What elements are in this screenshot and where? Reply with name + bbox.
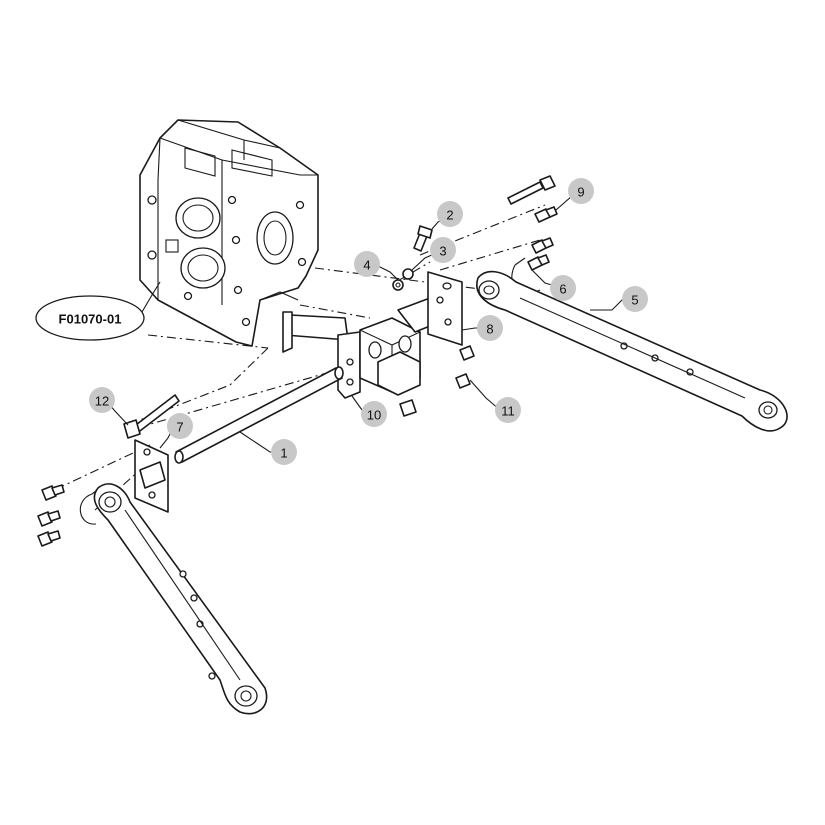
callout-4: 4 [354,251,380,277]
callout-11-label: 11 [501,404,515,419]
callout-1: 1 [271,439,297,465]
callout-10: 10 [361,401,387,427]
figure-code-outline [35,295,145,341]
callout-12-label: 12 [95,394,109,409]
callout-2: 2 [437,201,463,227]
callout-1-balloon [271,439,297,465]
callout-10-balloon [361,401,387,427]
callout-9-balloon [568,178,594,204]
callout-5-label: 5 [631,293,638,308]
callout-7: 7 [167,413,193,439]
callout-5: 5 [622,286,648,312]
callout-6-balloon [550,275,576,301]
callout-8-balloon [477,315,503,341]
callout-9: 9 [568,178,594,204]
callout-6: 6 [550,275,576,301]
callout-3-label: 3 [439,244,446,259]
callout-11-balloon [495,397,521,423]
callout-8: 8 [477,315,503,341]
callout-9-label: 9 [577,185,584,200]
bolts [37,175,558,547]
callout-4-label: 4 [363,258,370,273]
cross-shaft [174,366,344,464]
callout-12: 12 [89,387,115,413]
callout-6-label: 6 [559,282,566,297]
callout-2-label: 2 [446,208,453,223]
figure-code-text: F01070-01 [59,312,122,327]
callout-11: 11 [495,397,521,423]
callout-10-label: 10 [367,408,381,423]
callout-7-label: 7 [176,420,183,435]
callout-5-balloon [622,286,648,312]
transmission-housing [139,119,319,347]
right-side-plate [427,271,463,346]
left-lower-link [93,483,268,715]
callout-3-balloon [430,237,456,263]
figure-code-label: F01070-01 [35,295,145,341]
callout-12-balloon [89,387,115,413]
callout-2-balloon [437,201,463,227]
callout-3: 3 [430,237,456,263]
left-side-plate [134,439,169,513]
right-lower-link [476,270,788,432]
callout-1-label: 1 [280,446,287,461]
callout-4-balloon [354,251,380,277]
callout-8-label: 8 [486,322,493,337]
callout-7-balloon [167,413,193,439]
